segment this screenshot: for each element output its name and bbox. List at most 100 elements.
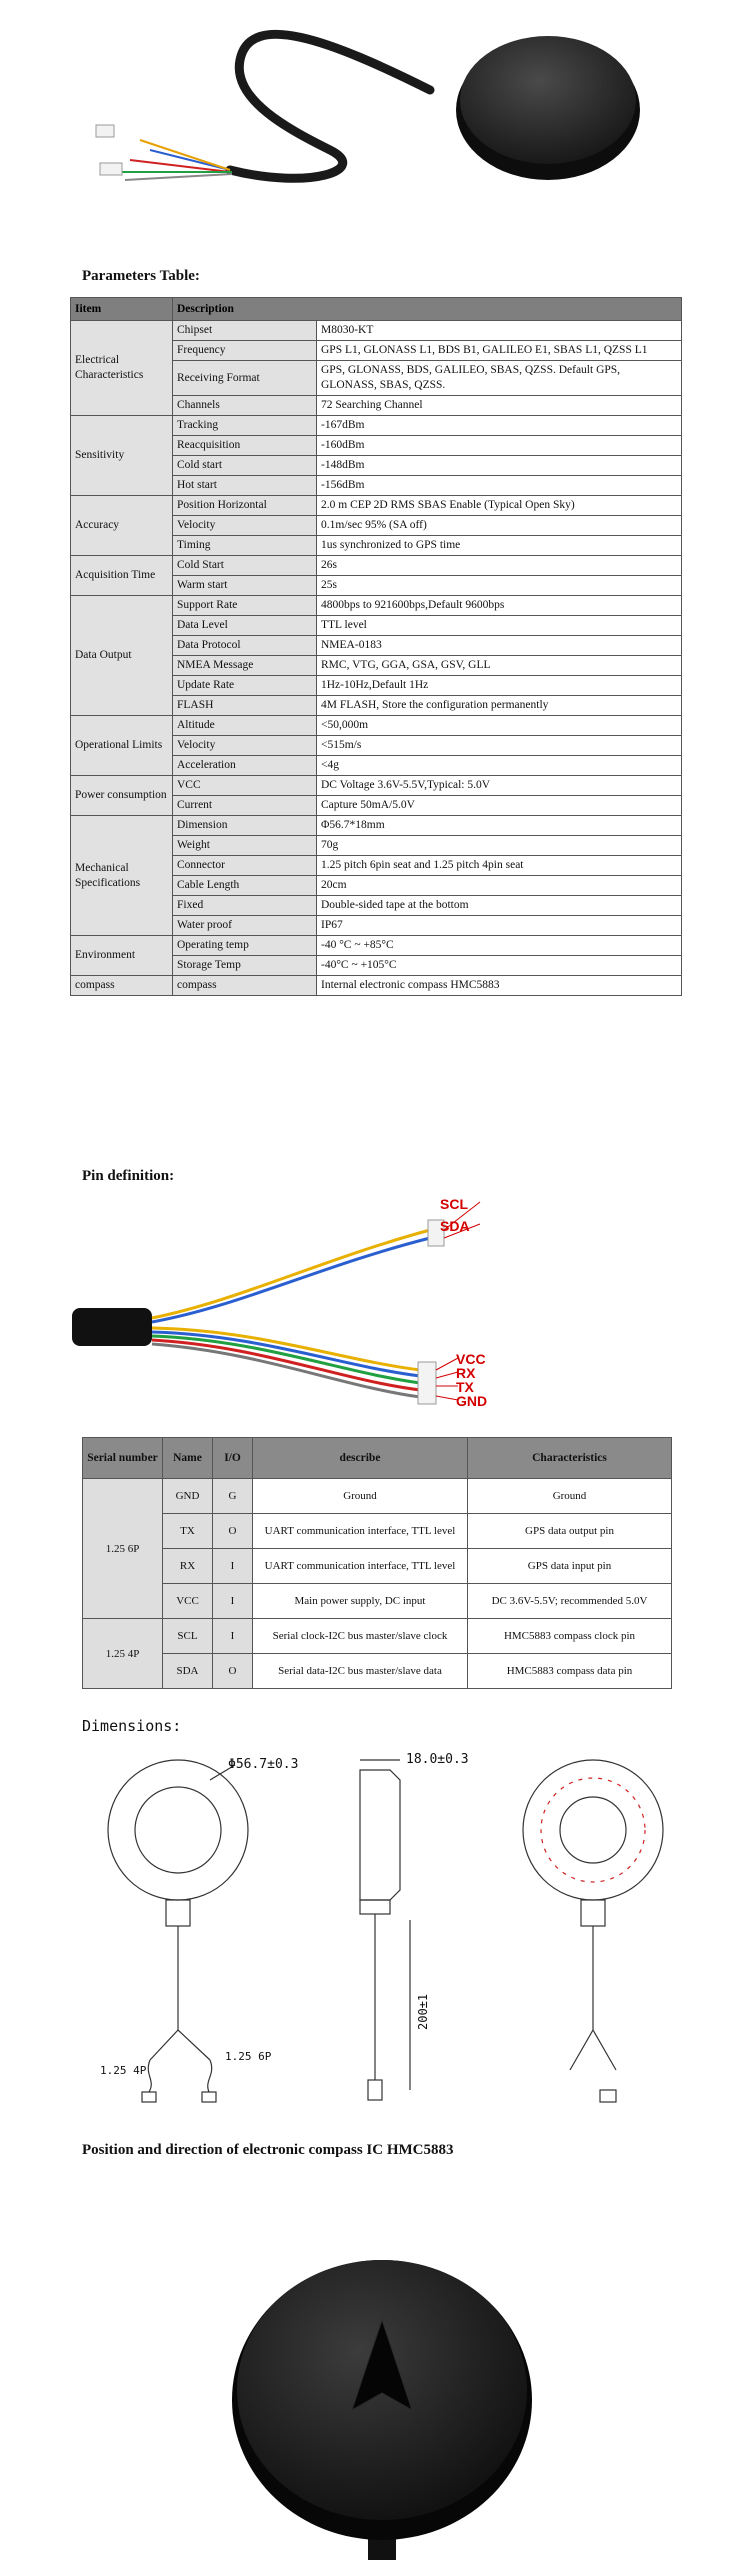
params-row: Velocity<515m/s: [71, 735, 683, 756]
params-subitem: FLASH: [172, 695, 317, 716]
params-subitem: Warm start: [172, 575, 317, 596]
params-subitem: Timing: [172, 535, 317, 556]
gps-module-photo: [95, 29, 640, 183]
params-subitem: Channels: [172, 395, 317, 416]
params-subitem: Acceleration: [172, 755, 317, 776]
dim-conn-4p: 1.25 4P: [100, 2064, 147, 2077]
params-subitem: Receiving Format: [172, 360, 317, 396]
dim-cable: 200±1: [416, 1993, 430, 2030]
pin-header-cell: Serial number: [82, 1437, 163, 1479]
pin-describe: UART communication interface, TTL level: [252, 1548, 468, 1584]
params-category: Acquisition Time: [70, 555, 173, 596]
params-header-item: Iitem: [70, 297, 173, 321]
params-subitem: Fixed: [172, 895, 317, 916]
pin-io: O: [212, 1513, 253, 1549]
pin-serial-number: 1.25 6P: [82, 1478, 163, 1619]
params-subitem: Connector: [172, 855, 317, 876]
pin-serial-number: 1.25 4P: [82, 1618, 163, 1689]
dim-diameter: Φ56.7±0.3: [228, 1757, 299, 1772]
dimension-drawing: [107, 1759, 664, 2103]
params-value: 26s: [315, 555, 683, 576]
params-category: Accuracy: [70, 495, 173, 556]
pin-io: I: [212, 1583, 253, 1619]
params-value: Capture 50mA/5.0V: [315, 795, 683, 816]
params-value: 25s: [315, 575, 683, 596]
params-subitem: Hot start: [172, 475, 317, 496]
params-category: Sensitivity: [70, 415, 173, 496]
params-value: 2.0 m CEP 2D RMS SBAS Enable (Typical Op…: [315, 495, 683, 516]
pin-describe: Serial clock-I2C bus master/slave clock: [252, 1618, 468, 1654]
params-subitem: Cold start: [172, 455, 317, 476]
params-subitem: compass: [172, 975, 317, 996]
params-subitem: Data Level: [172, 615, 317, 636]
params-value: 20cm: [315, 875, 683, 896]
params-value: 4800bps to 921600bps,Default 9600bps: [315, 595, 683, 616]
params-value: -160dBm: [315, 435, 683, 456]
params-value: -156dBm: [315, 475, 683, 496]
pin-io: I: [212, 1618, 253, 1654]
params-value: -148dBm: [315, 455, 683, 476]
pin-label-rx: RX: [456, 1365, 476, 1381]
params-category: Mechanical Specifications: [70, 815, 173, 936]
params-category: Power consumption: [70, 775, 173, 816]
cable-connector-photo: [72, 1201, 481, 1405]
params-value: 4M FLASH, Store the configuration perman…: [315, 695, 683, 716]
params-subitem: VCC: [172, 775, 317, 796]
pin-characteristics: HMC5883 compass data pin: [467, 1653, 672, 1689]
pin-describe: Serial data-I2C bus master/slave data: [252, 1653, 468, 1689]
pin-io: G: [212, 1478, 253, 1514]
pin-label-sda: SDA: [440, 1218, 470, 1234]
pin-name: TX: [162, 1513, 213, 1549]
params-value: NMEA-0183: [315, 635, 683, 656]
params-row: Reacquisition-160dBm: [71, 435, 683, 456]
pin-name: VCC: [162, 1583, 213, 1619]
params-value: -167dBm: [315, 415, 683, 436]
pin-describe: Ground: [252, 1478, 468, 1514]
pin-characteristics: Ground: [467, 1478, 672, 1514]
pin-header-cell: describe: [252, 1437, 468, 1479]
params-value: Double-sided tape at the bottom: [315, 895, 683, 916]
params-subitem: Water proof: [172, 915, 317, 936]
params-value: <515m/s: [315, 735, 683, 756]
pin-characteristics: DC 3.6V-5.5V; recommended 5.0V: [467, 1583, 672, 1619]
params-value: 0.1m/sec 95% (SA off): [315, 515, 683, 536]
params-category: compass: [70, 975, 173, 996]
pin-label-vcc: VCC: [456, 1351, 486, 1367]
params-subitem: Operating temp: [172, 935, 317, 956]
params-value: <4g: [315, 755, 683, 776]
compass-heading: Position and direction of electronic com…: [82, 2142, 454, 2158]
parameters-heading: Parameters Table:: [82, 268, 200, 284]
params-subitem: Velocity: [172, 735, 317, 756]
params-value: GPS, GLONASS, BDS, GALILEO, SBAS, QZSS. …: [315, 360, 683, 396]
params-subitem: Cable Length: [172, 875, 317, 896]
pin-label-tx: TX: [456, 1379, 474, 1395]
params-value: IP67: [315, 915, 683, 936]
params-subitem: Update Rate: [172, 675, 317, 696]
params-subitem: Tracking: [172, 415, 317, 436]
pin-io: I: [212, 1548, 253, 1584]
